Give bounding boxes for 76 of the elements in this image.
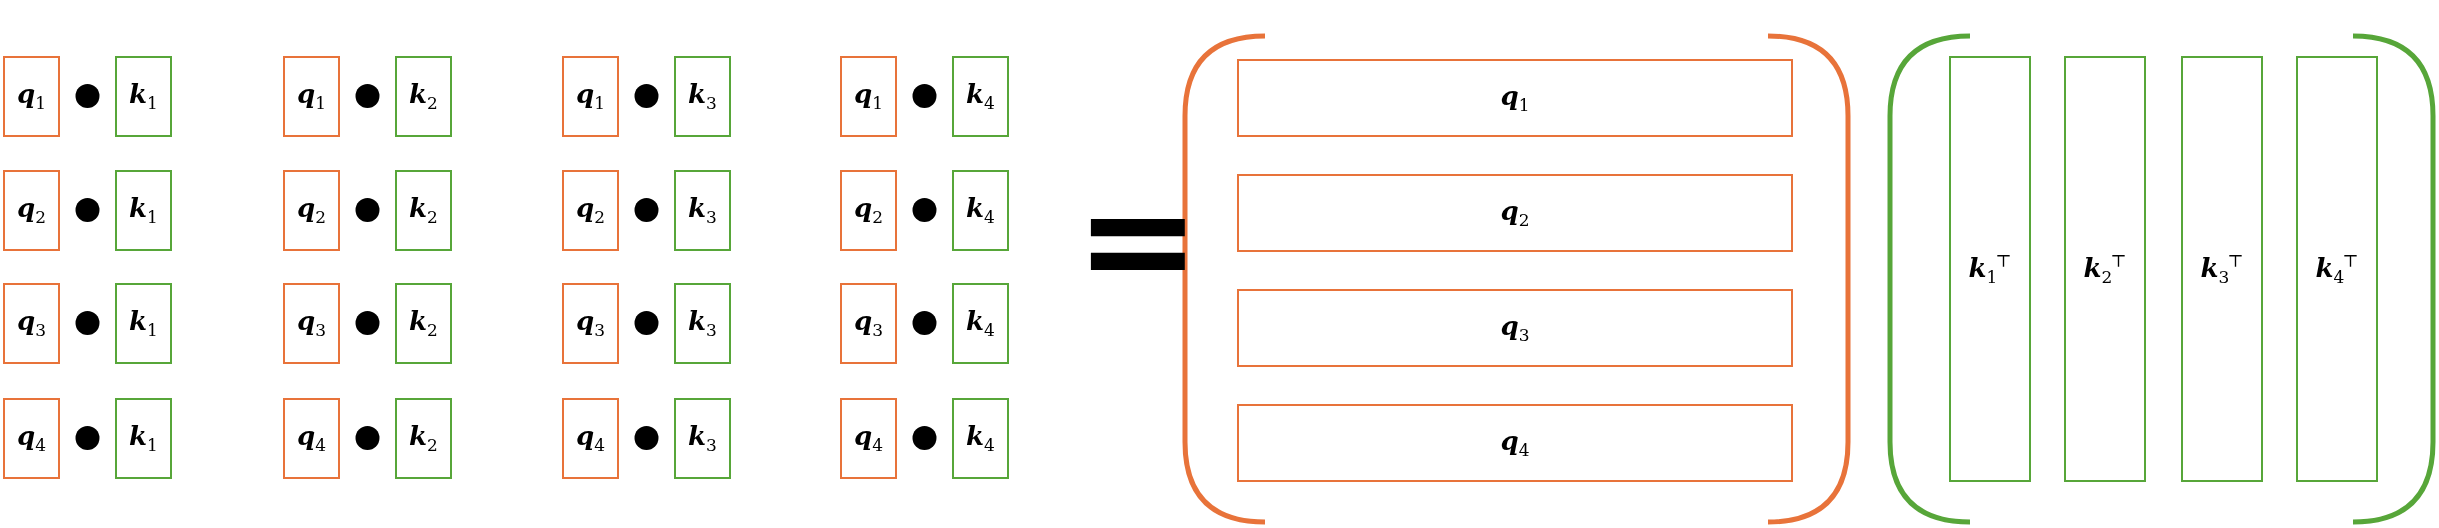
- key-vector-box: [395, 56, 452, 137]
- vector-symbol: q$_{3}$: [1500, 310, 1530, 346]
- vector-symbol: k$_{4}$: [966, 193, 995, 228]
- key-vector-box: [115, 398, 172, 479]
- vector-symbol: k$_{2}$: [409, 306, 438, 341]
- vector-symbol: q$_{4}$: [854, 421, 883, 456]
- vector-symbol: q$_{2}$: [854, 193, 883, 228]
- vector-symbol: q$_{3}$: [17, 306, 46, 341]
- key-vector-box: [952, 170, 1009, 251]
- query-row-box: [1237, 289, 1793, 367]
- query-row-box: [1237, 59, 1793, 137]
- vector-symbol: k$_{3}$: [688, 193, 717, 228]
- vector-symbol: q$_{4}$: [1500, 425, 1530, 461]
- vector-symbol: q$_{2}$: [1500, 195, 1530, 231]
- query-vector-box: [840, 56, 897, 137]
- vector-symbol: k$_{1}$: [129, 421, 158, 456]
- key-vector-box: [395, 283, 452, 364]
- vector-symbol: q$_{2}$: [576, 193, 605, 228]
- vector-symbol: k$_{2}$: [409, 193, 438, 228]
- query-vector-box: [562, 56, 619, 137]
- key-vector-box: [115, 170, 172, 251]
- vector-symbol: k$_{1}$: [129, 193, 158, 228]
- vector-symbol: k$_{1}$: [129, 79, 158, 114]
- vector-symbol: k$_{3}$: [688, 306, 717, 341]
- key-vector-box: [674, 56, 731, 137]
- vector-symbol: k$_{2}$: [409, 79, 438, 114]
- key-vector-box: [115, 56, 172, 137]
- query-vector-box: [3, 56, 60, 137]
- query-vector-box: [283, 170, 340, 251]
- vector-symbol: q$_{3}$: [854, 306, 883, 341]
- query-row-box: [1237, 174, 1793, 252]
- query-vector-box: [3, 283, 60, 364]
- key-vector-box: [395, 398, 452, 479]
- key-vector-box: [115, 283, 172, 364]
- key-vector-box: [674, 398, 731, 479]
- key-vector-box: [952, 398, 1009, 479]
- query-row-box: [1237, 404, 1793, 482]
- query-vector-box: [562, 398, 619, 479]
- query-vector-box: [283, 283, 340, 364]
- key-column-box: [2064, 56, 2146, 482]
- vector-symbol: k$_{3}$: [688, 421, 717, 456]
- key-vector-box: [952, 56, 1009, 137]
- vector-symbol: q$_{4}$: [17, 421, 46, 456]
- query-vector-box: [3, 398, 60, 479]
- vector-symbol: q$_{1}$: [17, 79, 46, 114]
- key-vector-box: [674, 170, 731, 251]
- query-vector-box: [562, 283, 619, 364]
- query-vector-box: [3, 170, 60, 251]
- query-vector-box: [840, 170, 897, 251]
- vector-symbol: q$_{4}$: [297, 421, 326, 456]
- vector-symbol: q$_{1}$: [1500, 80, 1530, 116]
- vector-symbol: k$_{4}$: [966, 421, 995, 456]
- key-vector-box: [952, 283, 1009, 364]
- vector-symbol: k$_{2}$: [409, 421, 438, 456]
- vector-symbol: k$_{3}$: [688, 79, 717, 114]
- vector-symbol: q$_{1}$: [854, 79, 883, 114]
- query-vector-box: [840, 283, 897, 364]
- vector-symbol: q$_{3}$: [576, 306, 605, 341]
- key-column-box: [2296, 56, 2378, 482]
- query-vector-box: [283, 398, 340, 479]
- query-vector-box: [562, 170, 619, 251]
- vector-symbol: q$_{2}$: [297, 193, 326, 228]
- vector-symbol: k$_{4}$: [966, 306, 995, 341]
- key-column-box: [1949, 56, 2031, 482]
- vector-symbol: q$_{4}$: [576, 421, 605, 456]
- key-vector-box: [674, 283, 731, 364]
- vector-symbol: k$_{4}$: [966, 79, 995, 114]
- key-vector-box: [395, 170, 452, 251]
- query-vector-box: [283, 56, 340, 137]
- vector-symbol: k$_{1}$: [129, 306, 158, 341]
- vector-symbol: q$_{2}$: [17, 193, 46, 228]
- vector-symbol: q$_{1}$: [576, 79, 605, 114]
- vector-symbol: q$_{3}$: [297, 306, 326, 341]
- vector-symbol: q$_{1}$: [297, 79, 326, 114]
- key-column-box: [2181, 56, 2263, 482]
- query-vector-box: [840, 398, 897, 479]
